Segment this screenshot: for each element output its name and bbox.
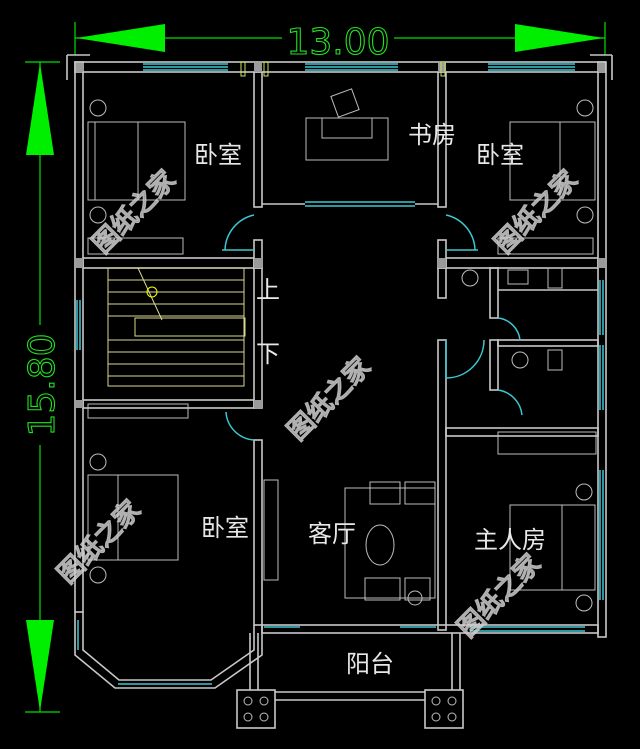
- doors: [222, 214, 523, 628]
- dimension-width: 13.00: [74, 20, 606, 64]
- arrow-up-icon: [26, 63, 54, 155]
- dimension-height: 15.80: [21, 61, 64, 713]
- watermark: 图纸之家: [281, 351, 376, 446]
- furniture: [87, 88, 597, 612]
- watermark: 图纸之家: [51, 494, 146, 589]
- staircase[interactable]: [107, 267, 246, 387]
- label-master-bedroom: 主人房: [474, 526, 546, 554]
- label-stair-up: 上: [256, 276, 280, 304]
- label-living-room: 客厅: [308, 520, 356, 548]
- label-balcony: 阳台: [346, 650, 394, 678]
- windows: [76, 61, 604, 685]
- arrow-left-icon: [76, 24, 165, 52]
- room-labels: 卧室 书房 卧室 上 下 卧室 客厅 主人房 阳台: [194, 121, 546, 678]
- arrow-right-icon: [515, 24, 604, 52]
- label-bedroom-top-right: 卧室: [476, 141, 524, 169]
- label-bedroom-bottom-left: 卧室: [201, 514, 249, 542]
- watermark: 图纸之家: [488, 164, 583, 259]
- label-stair-down: 下: [256, 340, 280, 368]
- walls: [66, 54, 613, 729]
- watermark: 图纸之家: [451, 548, 546, 643]
- label-study: 书房: [408, 121, 456, 149]
- arrow-down-icon: [26, 620, 54, 711]
- width-label: 13.00: [286, 22, 389, 63]
- height-label: 15.80: [22, 333, 63, 436]
- watermark: 图纸之家: [86, 164, 181, 259]
- label-bedroom-top-left: 卧室: [194, 141, 242, 169]
